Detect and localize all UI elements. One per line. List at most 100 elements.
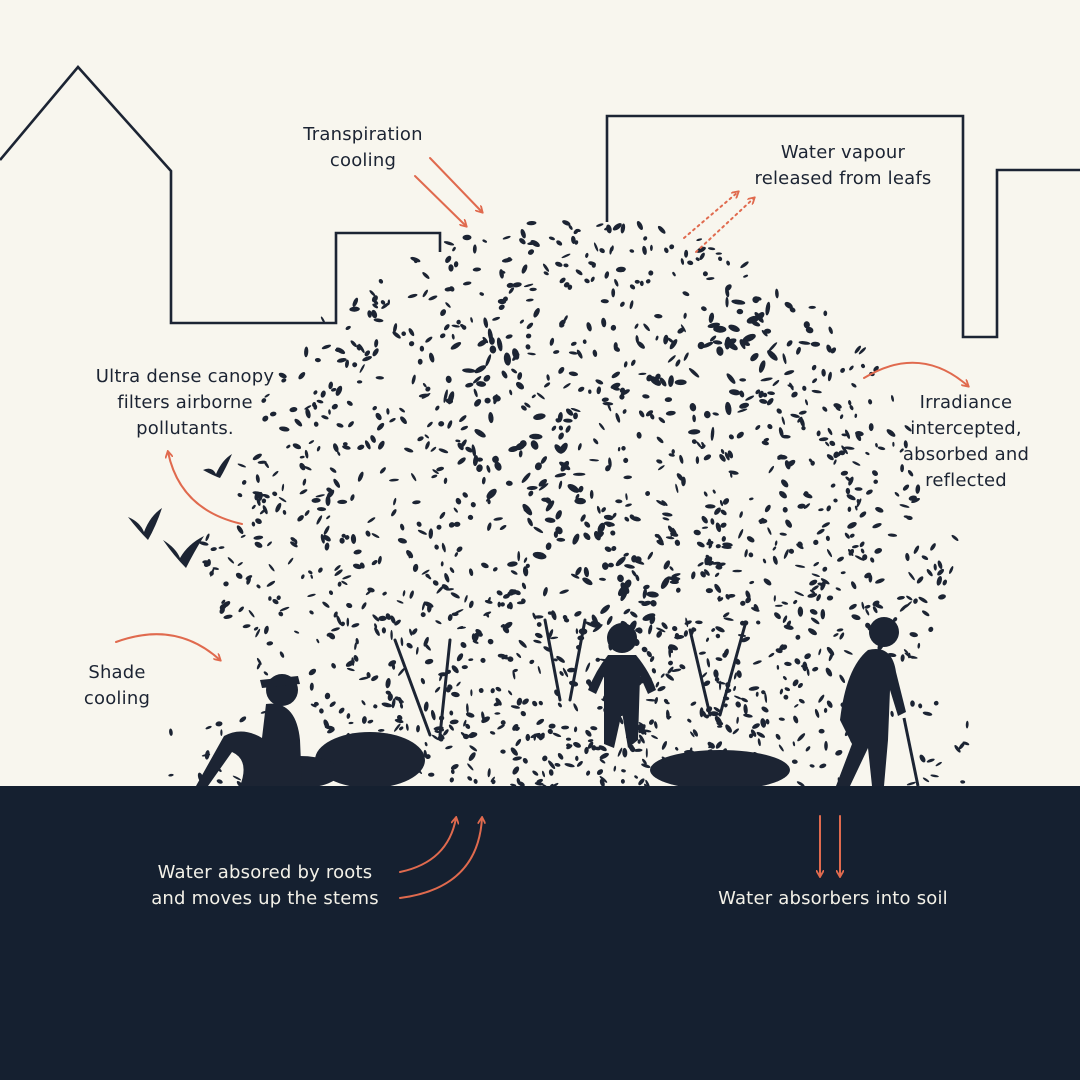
leaf-mark [868,399,873,405]
leaf-mark [574,610,582,617]
leaf-mark [813,539,819,546]
leaf-mark [622,409,627,414]
leaf-mark [784,370,795,376]
leaf-mark [669,580,679,585]
leaf-mark [299,462,306,471]
leaf-mark [649,376,662,386]
roots-arrow [399,818,482,899]
leaf-mark [715,626,725,633]
leaf-mark [708,312,715,324]
leaf-mark [619,394,625,400]
leaf-mark [612,512,617,519]
leaf-mark [561,725,570,730]
leaf-mark [589,489,594,499]
leaf-mark [662,512,673,517]
leaf-mark [299,489,308,495]
leaf-mark [220,729,223,736]
leaf-mark [468,658,474,662]
leaf-mark [573,412,578,420]
leaf-mark [839,674,846,684]
leaf-mark [725,724,732,733]
leaf-mark [596,386,602,395]
leaf-mark [393,723,401,732]
leaf-mark [721,536,726,542]
leaf-mark [900,654,905,662]
leaf-mark [641,763,651,769]
leaf-mark [767,424,773,430]
leaf-mark [699,252,705,260]
leaf-mark [575,628,579,635]
leaf-mark [896,595,905,600]
leaf-mark [601,507,606,513]
leaf-mark [337,499,348,505]
leaf-mark [891,394,894,402]
leaf-mark [563,282,570,288]
label-line: Shade [88,662,146,683]
leaf-mark [802,661,808,672]
leaf-mark [642,394,650,399]
leaf-mark [453,521,461,527]
leaf-mark [370,435,376,443]
leaf-mark [512,282,522,288]
leaf-mark [444,572,450,583]
leaf-mark [490,776,495,783]
leaf-mark [279,651,285,658]
leaf-mark [507,656,514,662]
leaf-mark [494,461,502,471]
leaf-mark [545,500,555,512]
leaf-mark [759,398,768,404]
leaf-mark [784,460,791,470]
leaf-mark [696,441,702,448]
leaf-mark [364,440,371,450]
leaf-mark [350,494,355,501]
leaf-mark [521,405,527,411]
leaf-mark [367,719,374,724]
leaf-mark [743,274,749,278]
leaf-mark [253,535,264,540]
leaf-mark [617,574,624,583]
leaf-mark [722,612,730,618]
leaf-mark [825,667,833,677]
leaf-mark [689,403,697,412]
leaf-mark [451,665,459,674]
leaf-mark [906,595,913,601]
leaf-mark [840,367,846,373]
leaf-mark [377,440,385,450]
leaf-mark [906,515,913,521]
leaf-mark [205,725,212,730]
leaf-mark [311,497,321,503]
leaf-mark [624,516,630,522]
leaf-mark [573,741,581,748]
leaf-mark [598,745,607,752]
leaf-mark [556,240,563,246]
leaf-mark [725,593,730,600]
leaf-mark [808,628,817,636]
leaf-mark [530,239,540,248]
leaf-mark [706,637,709,642]
leaf-mark [693,529,701,536]
leaf-mark [521,598,526,604]
leaf-mark [436,466,444,472]
leaf-mark [835,587,842,591]
leaf-mark [643,584,650,590]
leaf-mark [351,657,355,666]
leaf-mark [381,702,393,708]
tree-canopy [168,220,970,793]
leaf-mark [807,593,818,598]
leaf-mark [459,439,467,449]
leaf-mark [772,546,777,551]
leaf-mark [555,418,561,423]
leaf-mark [400,416,407,425]
leaf-mark [543,271,549,276]
leaf-mark [526,322,534,329]
leaf-mark [302,478,307,486]
leaf-mark [691,627,697,632]
leaf-mark [423,642,431,651]
leaf-mark [630,611,638,618]
leaf-mark [757,311,765,320]
leaf-mark [236,525,244,535]
leaf-mark [313,404,318,410]
leaf-mark [585,662,591,673]
leaf-mark [584,521,591,528]
leaf-mark [583,532,591,541]
